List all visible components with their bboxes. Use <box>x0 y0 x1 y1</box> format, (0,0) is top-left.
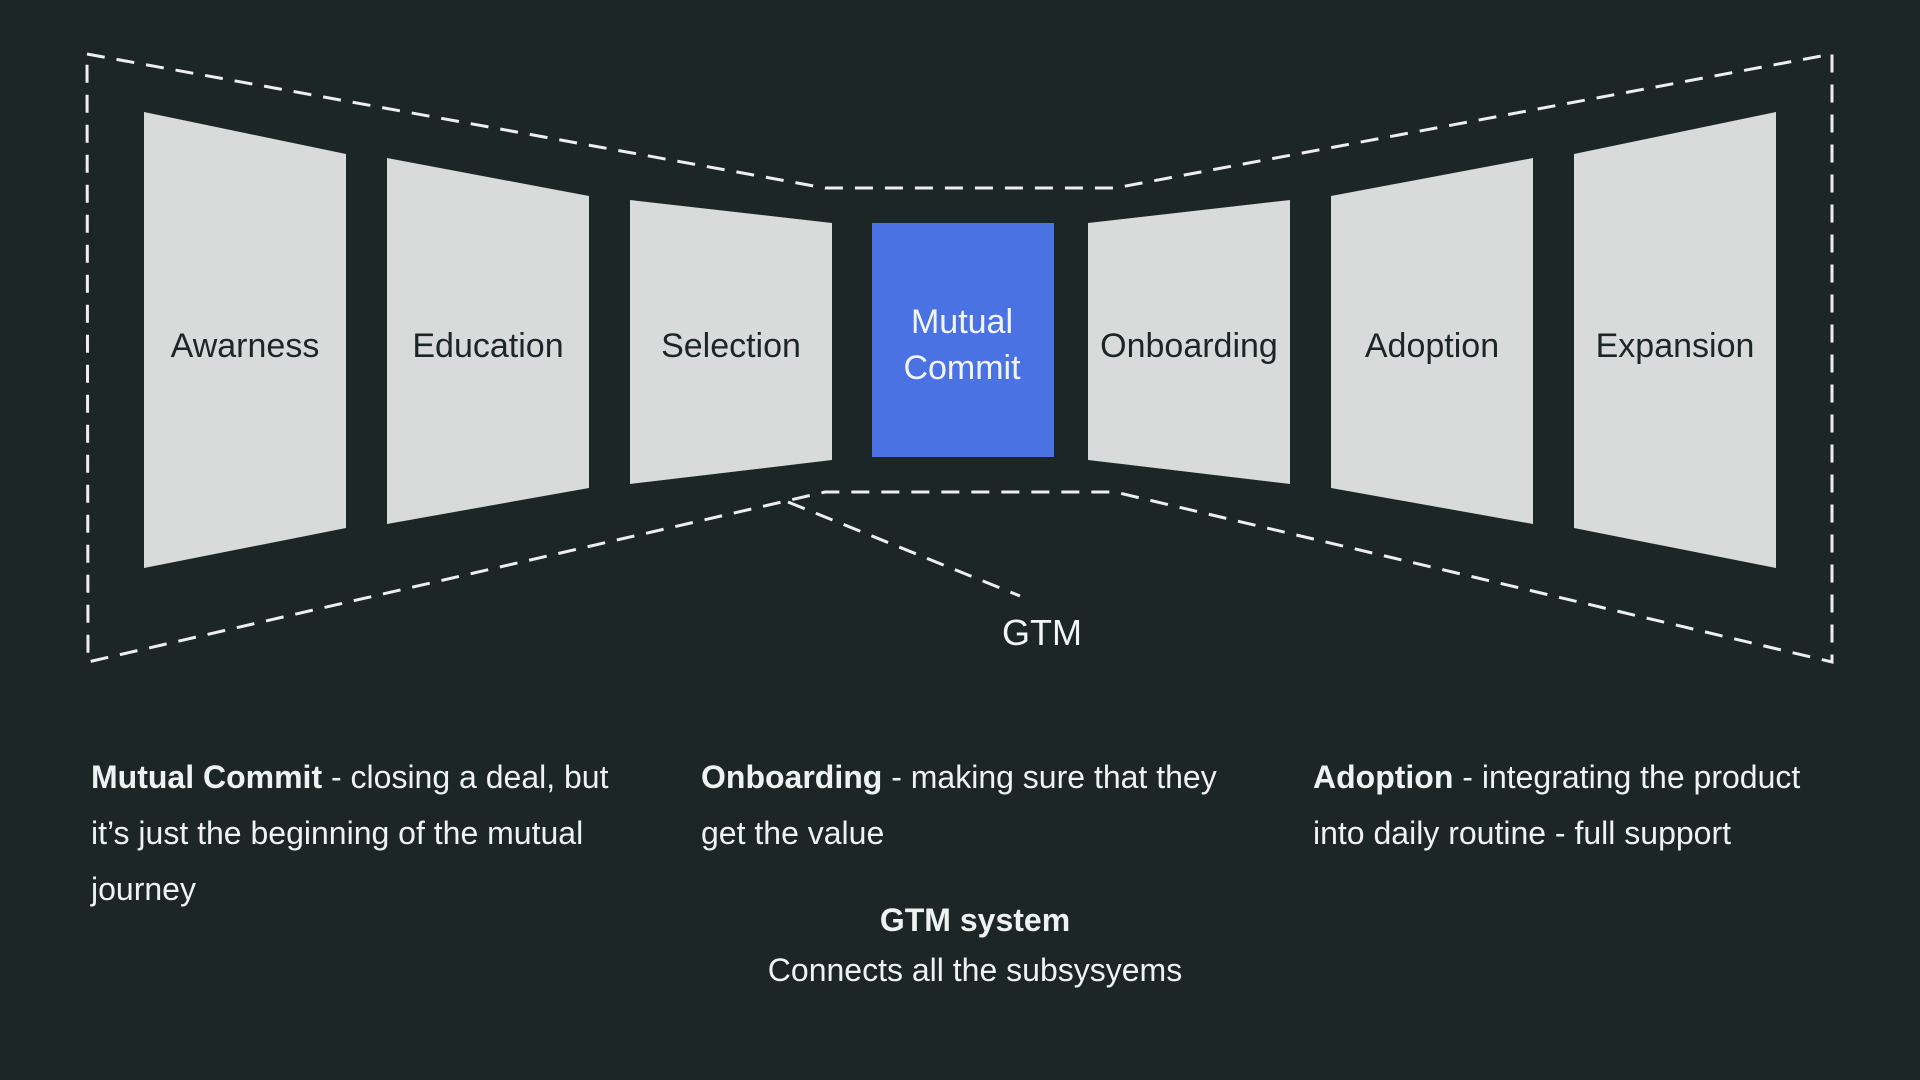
gtm-callout-label: GTM <box>1002 612 1082 653</box>
stage-panel-expansion <box>1574 112 1776 568</box>
dashed-outline <box>85 52 1834 664</box>
description-mutual-commit-text: - closing a deal, but it’s just the begi… <box>91 759 609 907</box>
stage-panel-education <box>387 158 589 524</box>
gtm-pointer-line <box>787 500 1021 598</box>
description-onboarding-text: - making sure that they get the value <box>701 759 1217 851</box>
stage-label-adoption: Adoption <box>1365 327 1499 365</box>
description-mutual-commit-term: Mutual Commit <box>91 759 323 795</box>
description-adoption-text: - integrating the product into daily rou… <box>1313 759 1801 851</box>
gtm-system-block: GTM system Connects all the subsysyems <box>700 895 1250 995</box>
stage-panel-adoption <box>1331 158 1533 524</box>
stage-label-selection: Selection <box>661 327 801 365</box>
description-onboarding: Onboarding - making sure that they get t… <box>701 749 1256 861</box>
stage-panel-mutual-commit <box>872 223 1054 457</box>
description-mutual-commit: Mutual Commit - closing a deal, but it’s… <box>91 749 626 917</box>
stage-label-education: Education <box>412 327 563 365</box>
stage-label-expansion: Expansion <box>1596 327 1755 365</box>
gtm-system-title: GTM system <box>879 902 1071 938</box>
stage-label-awarness: Awarness <box>171 327 320 365</box>
description-adoption: Adoption - integrating the product into … <box>1313 749 1833 861</box>
stage-panel-awarness <box>144 112 346 568</box>
stage-panel-onboarding <box>1088 200 1290 484</box>
stage-panel-selection <box>630 200 832 484</box>
description-onboarding-term: Onboarding <box>701 759 883 795</box>
gtm-system-subtitle: Connects all the subsysyems <box>767 952 1183 988</box>
stage-label-mutual-line1: Mutual <box>911 303 1013 341</box>
stage-label-mutual-line2: Commit <box>903 349 1021 387</box>
stage-label-onboarding: Onboarding <box>1100 327 1278 365</box>
description-adoption-term: Adoption <box>1313 759 1454 795</box>
